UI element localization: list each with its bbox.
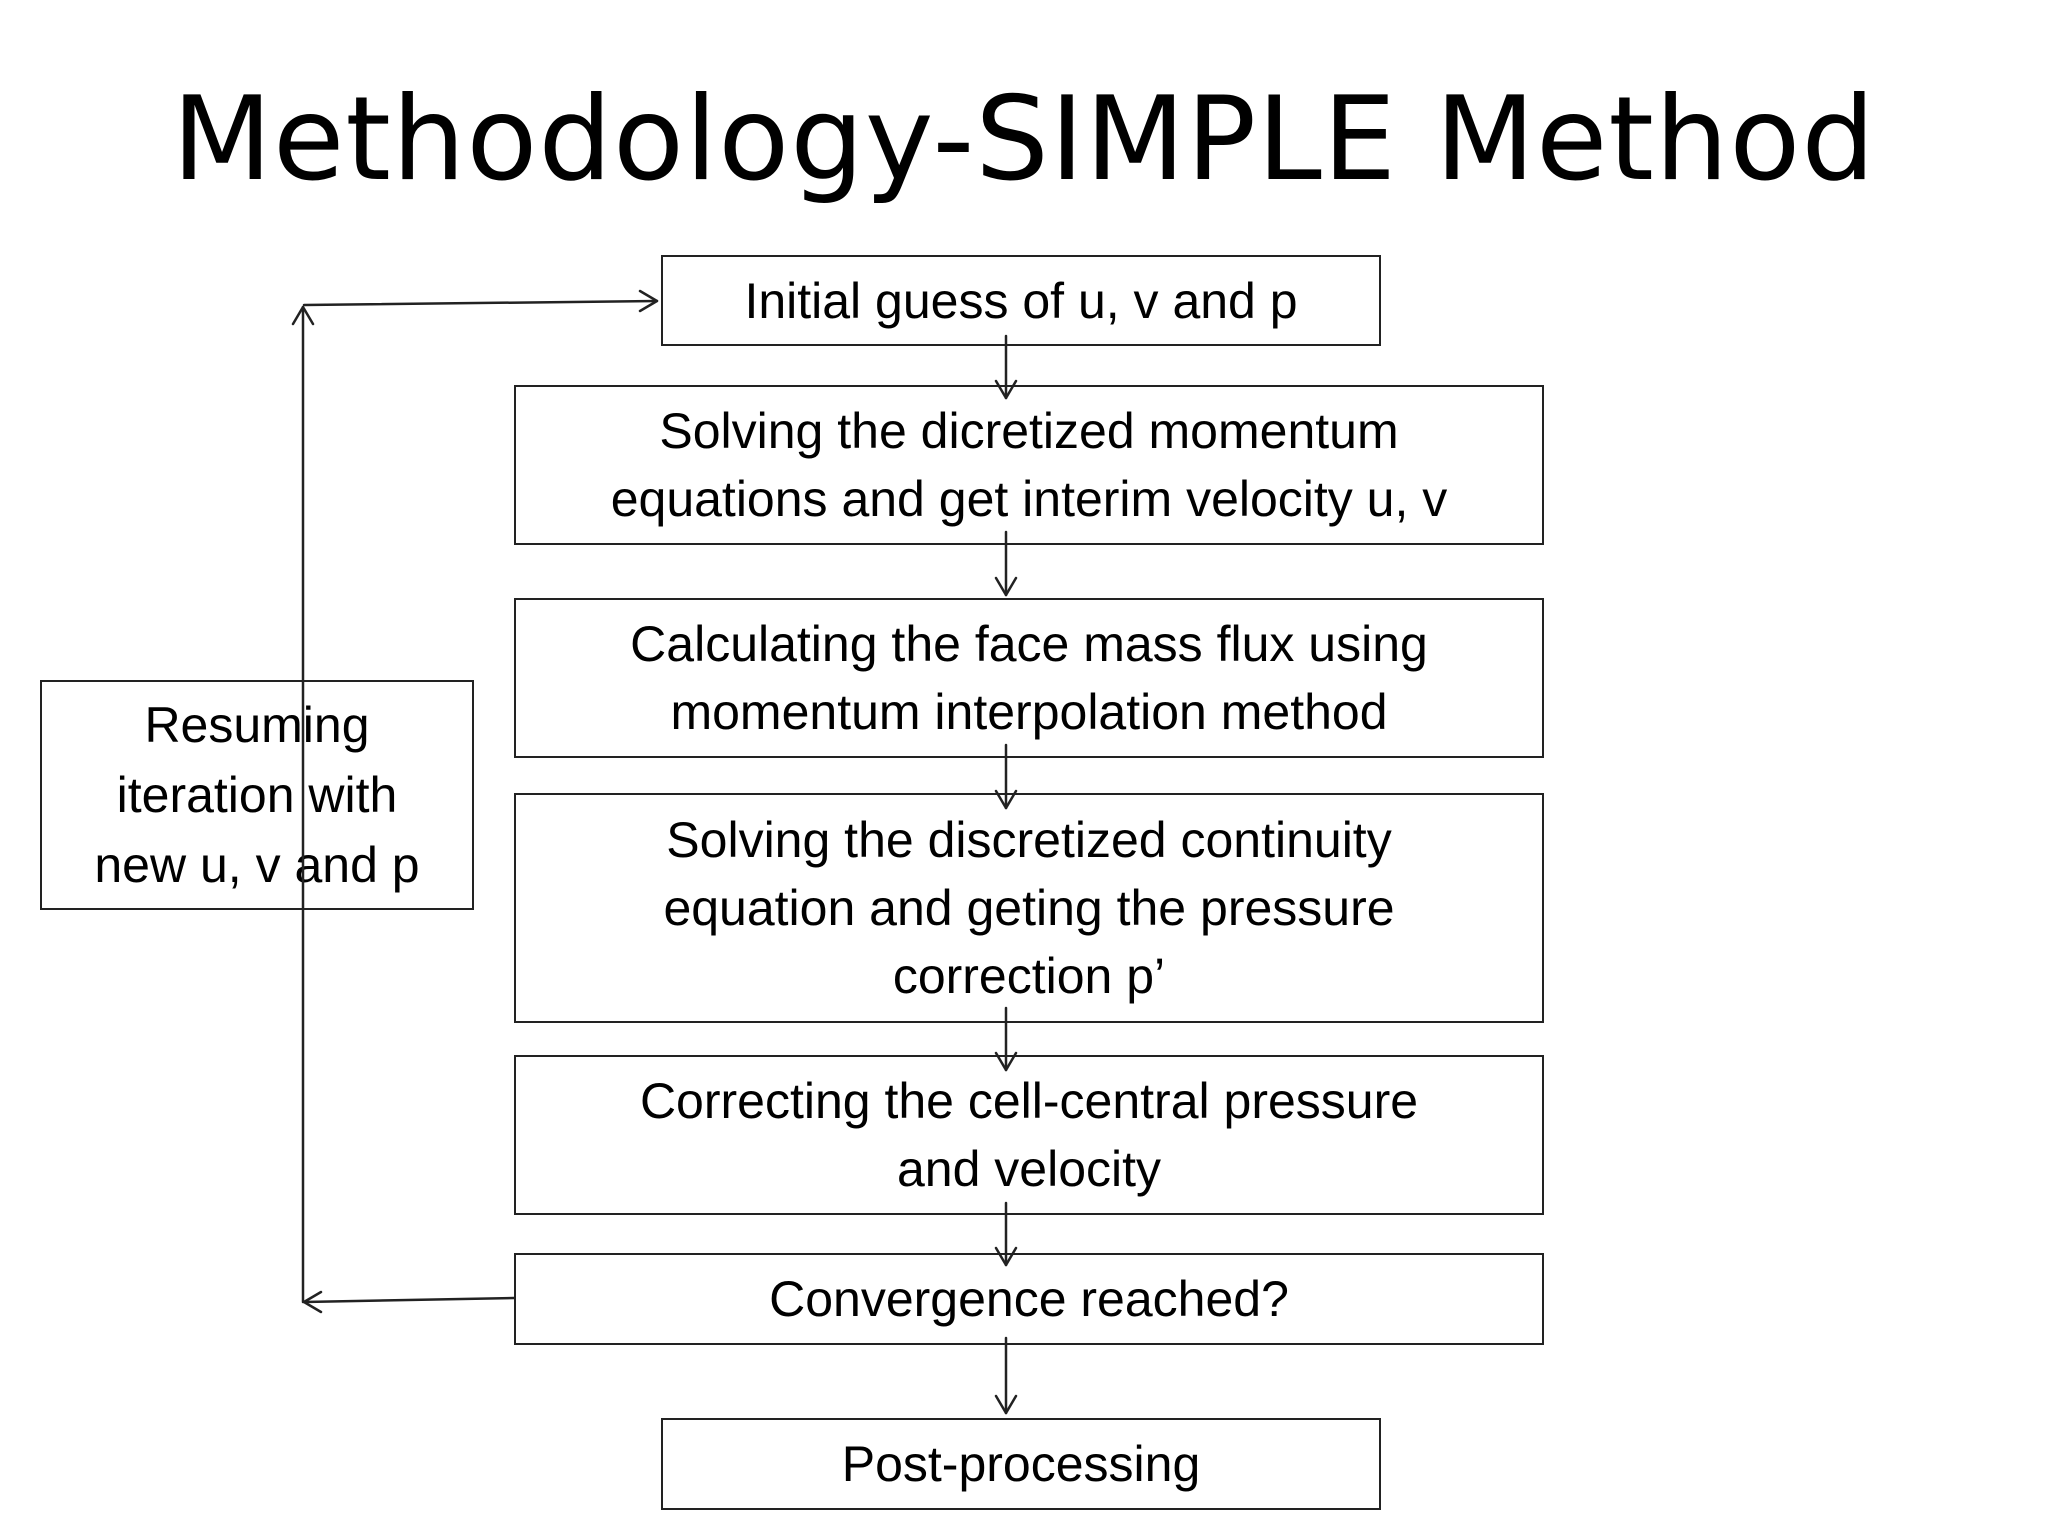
step-post-processing: Post-processing bbox=[661, 1418, 1381, 1510]
arrow-convergence-to-loop bbox=[302, 1290, 516, 1314]
arrow-momentum-to-flux bbox=[994, 530, 1018, 597]
step-correct-pressure: Correcting the cell-central pressure and… bbox=[514, 1055, 1544, 1215]
step-solve-continuity: Solving the discretized continuity equat… bbox=[514, 793, 1544, 1023]
arrow-convergence-to-post bbox=[994, 1336, 1018, 1415]
step-initial-guess: Initial guess of u, v and p bbox=[661, 255, 1381, 346]
arrow-flux-to-continuity bbox=[994, 743, 1018, 810]
arrow-loop-to-initial bbox=[302, 289, 659, 313]
loop-label-box: Resuming iteration with new u, v and p bbox=[40, 680, 474, 910]
arrow-correct-to-convergence bbox=[994, 1201, 1018, 1267]
step-face-mass-flux: Calculating the face mass flux using mom… bbox=[514, 598, 1544, 758]
step-convergence: Convergence reached? bbox=[514, 1253, 1544, 1345]
arrow-initial-to-momentum bbox=[994, 334, 1018, 400]
arrow-continuity-to-correct bbox=[994, 1006, 1018, 1072]
loop-vertical-line bbox=[291, 305, 315, 1304]
slide-title: Methodology-SIMPLE Method bbox=[171, 72, 1877, 207]
step-solve-momentum: Solving the dicretized momentum equation… bbox=[514, 385, 1544, 545]
